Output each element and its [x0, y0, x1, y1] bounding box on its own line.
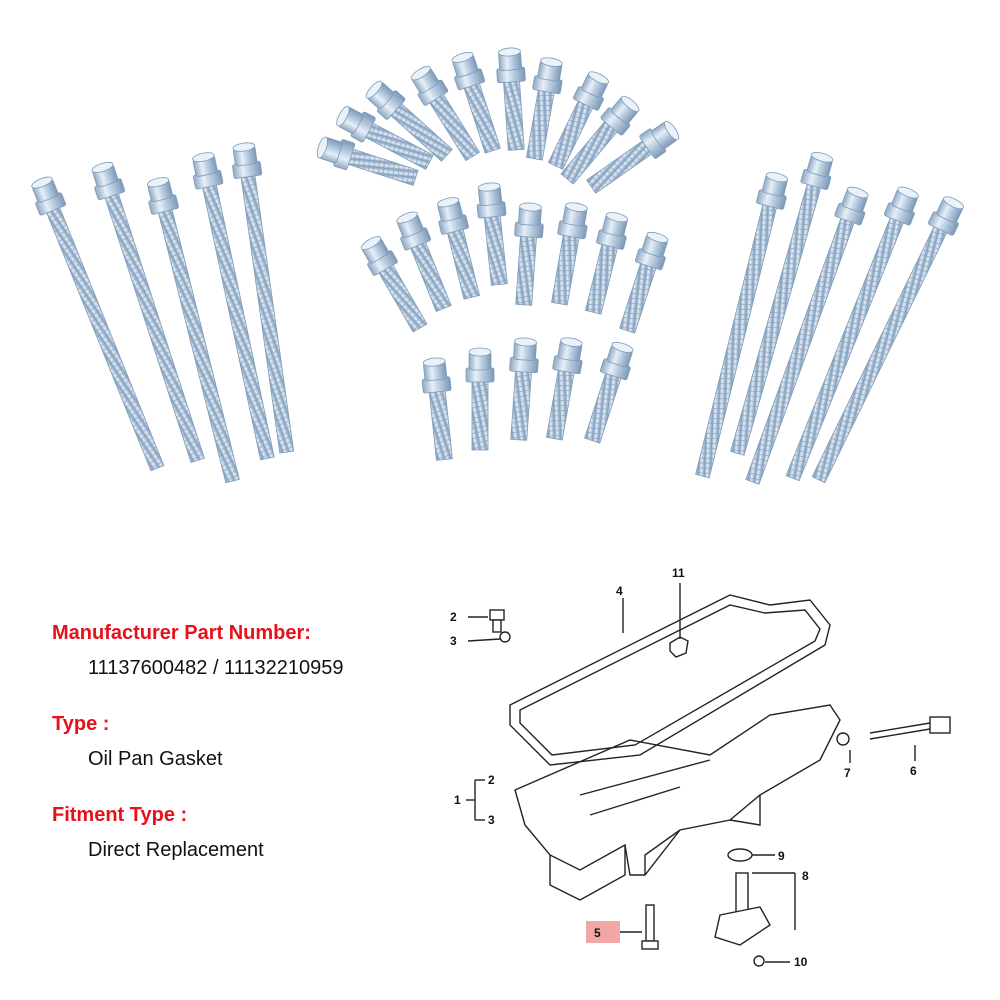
oil-pan-exploded-diagram-icon: 2 3 4 11 1 2 3 7 6 9 8 5 10: [450, 566, 951, 969]
short-bolt: [579, 209, 632, 317]
short-bolt: [504, 336, 541, 442]
short-bolt: [582, 116, 684, 199]
callout-9: 9: [778, 849, 785, 863]
fitment-value: Direct Replacement: [88, 839, 264, 861]
short-bolt: [509, 201, 546, 307]
short-bolt: [419, 356, 459, 462]
short-bolt: [474, 181, 514, 287]
callout-1: 1: [454, 793, 461, 807]
part-number-label: Manufacturer Part Number:: [52, 622, 311, 644]
callout-5: 5: [594, 926, 601, 940]
short-bolt: [545, 200, 592, 307]
fitment-label: Fitment Type :: [52, 804, 188, 826]
callout-2-top: 2: [450, 610, 457, 624]
highlight-box: [586, 921, 620, 943]
callout-7: 7: [844, 766, 851, 780]
callout-8: 8: [802, 869, 809, 883]
part-number-value: 11137600482 / 11132210959: [88, 657, 344, 679]
short-bolt: [494, 46, 531, 152]
type-value: Oil Pan Gasket: [88, 748, 223, 770]
fitment-block: Fitment Type : Direct Replacement: [52, 804, 264, 862]
callout-3-pan: 3: [488, 813, 495, 827]
short-bolt: [540, 335, 587, 442]
type-label: Type :: [52, 713, 110, 735]
callout-6: 6: [910, 764, 917, 778]
short-bolt: [465, 347, 495, 451]
part-number-block: Manufacturer Part Number: 11137600482 / …: [52, 622, 343, 680]
oil-pan-outline: [514, 704, 841, 876]
callout-11: 11: [672, 566, 685, 580]
callout-10: 10: [794, 955, 808, 969]
callout-2-pan: 2: [488, 773, 495, 787]
gasket-outline: [509, 594, 831, 766]
type-block: Type : Oil Pan Gasket: [52, 713, 223, 771]
bolts-photo: [27, 46, 969, 488]
callout-3-top: 3: [450, 634, 457, 648]
short-bolt: [578, 338, 638, 446]
callout-4: 4: [616, 584, 623, 598]
